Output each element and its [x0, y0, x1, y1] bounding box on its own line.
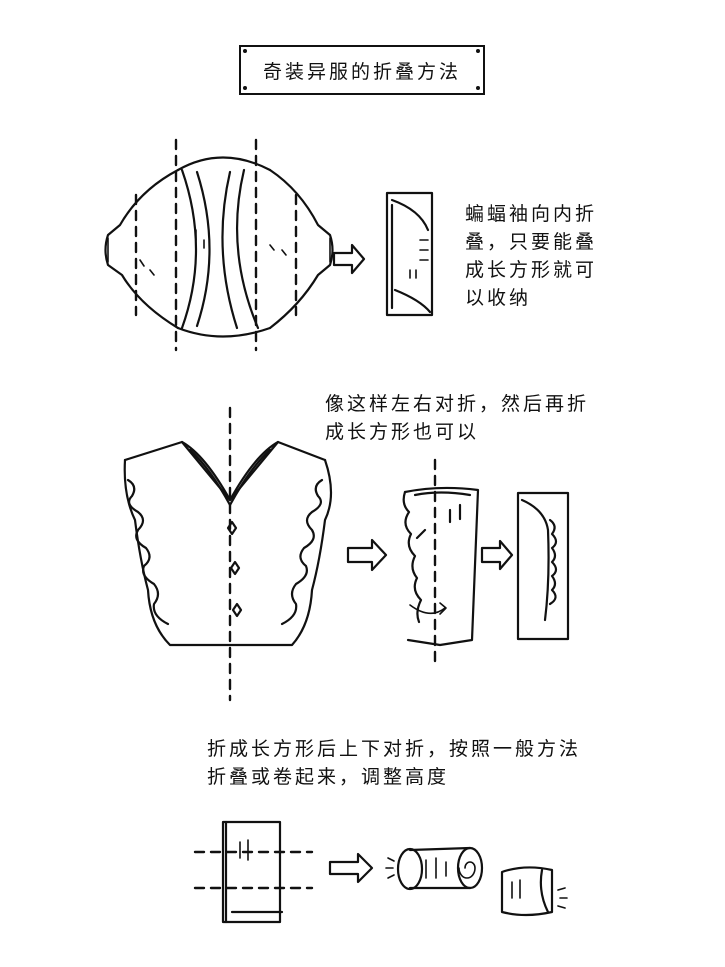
half-folded-shirt-illustration: [402, 458, 480, 670]
corner-dot: [476, 86, 480, 90]
step-3-caption: 折成长方形后上下对折，按照一般方法 折叠或卷起来，调整高度: [207, 738, 582, 788]
arrow-icon: [346, 538, 388, 572]
short-block-illustration: [500, 866, 568, 917]
rolled-garment-illustration: [385, 846, 484, 891]
shirt-illustration: [123, 406, 333, 702]
batwing-garment-illustration: [104, 138, 334, 352]
arrow-icon: [328, 852, 374, 884]
title: 奇装异服的折叠方法: [262, 60, 461, 83]
step-2-caption: 像这样左右对折，然后再折 成长方形也可以: [325, 393, 590, 443]
corner-dot: [243, 49, 247, 53]
folded-rectangle-illustration: [385, 191, 434, 317]
long-rectangle-illustration: [516, 491, 570, 641]
folded-block-illustration: [193, 820, 314, 924]
corner-dot: [243, 86, 247, 90]
step-1-caption: 蝙蝠袖向内折 叠，只要能叠 成长方形就可 以收纳: [465, 203, 598, 309]
arrow-icon: [332, 243, 366, 275]
arrow-icon: [480, 539, 514, 571]
title-box: 奇装异服的折叠方法: [239, 45, 485, 95]
corner-dot: [476, 49, 480, 53]
